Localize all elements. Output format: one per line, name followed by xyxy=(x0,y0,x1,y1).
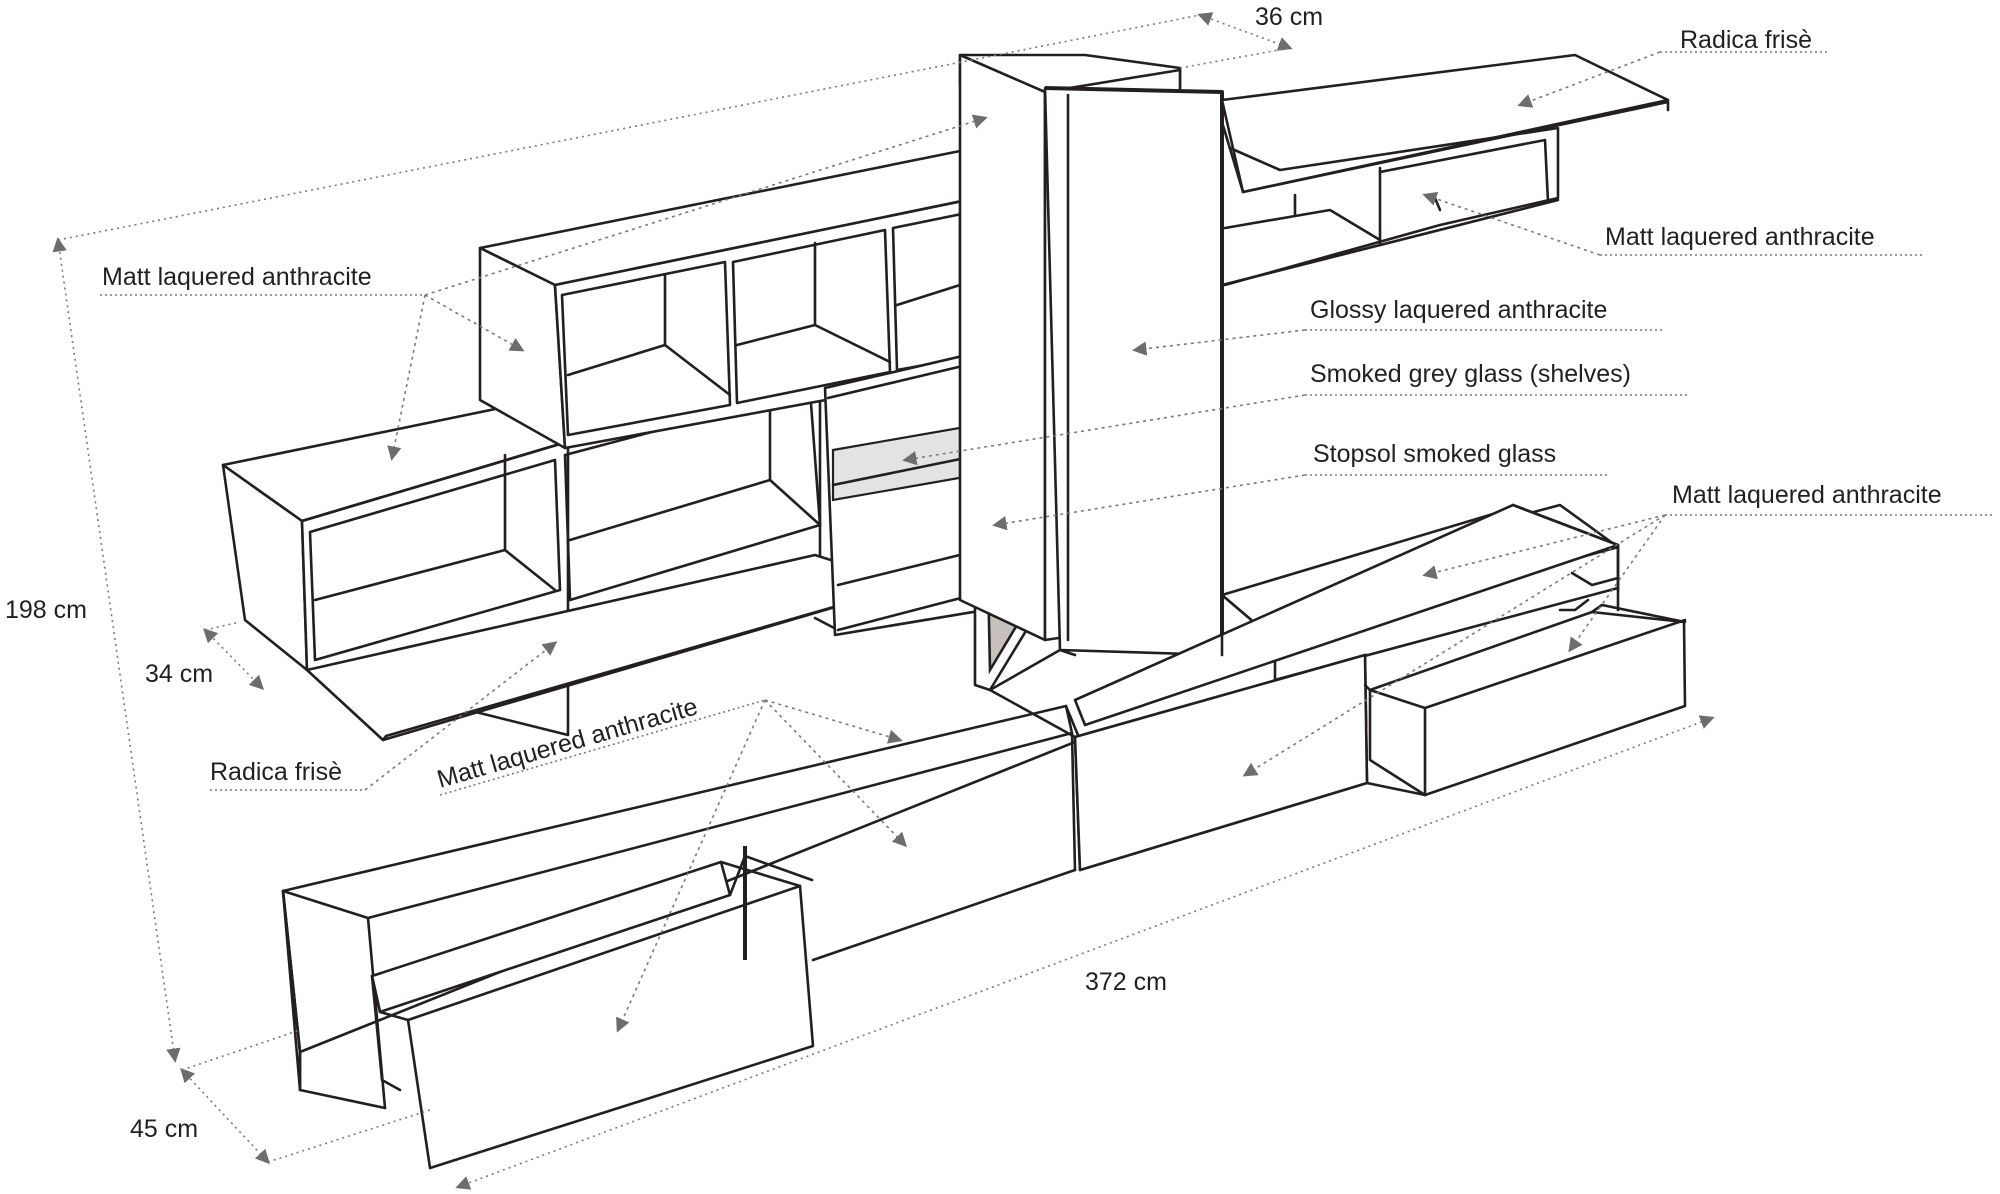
leader-lines xyxy=(100,51,1995,1033)
dim-line-198 xyxy=(52,237,181,1063)
label-smoked-shelves: Smoked grey glass (shelves) xyxy=(1310,360,1631,388)
dim-label-depth-top: 36 cm xyxy=(1255,3,1323,31)
label-glossy: Glossy laquered anthracite xyxy=(1310,296,1607,324)
dim-label-width: 372 cm xyxy=(1085,968,1167,996)
dim-label-depth-base: 45 cm xyxy=(130,1115,198,1143)
label-matt-left: Matt laquered anthracite xyxy=(102,263,372,291)
dim-label-depth-wall: 34 cm xyxy=(145,660,213,688)
dim-line-34 xyxy=(202,627,265,691)
label-matt-top-right: Matt laquered anthracite xyxy=(1605,223,1875,251)
dim-label-height: 198 cm xyxy=(5,596,87,624)
label-radica-left: Radica frisè xyxy=(210,758,342,786)
tall-column xyxy=(958,53,1224,739)
label-radica-top: Radica frisè xyxy=(1680,26,1812,54)
label-matt-right: Matt laquered anthracite xyxy=(1672,481,1942,509)
dim-line-36 xyxy=(1197,12,1293,51)
dimension-lines xyxy=(52,12,1715,1190)
label-stopsol: Stopsol smoked glass xyxy=(1313,440,1556,468)
upper-right-shelf xyxy=(1220,53,1670,287)
dim-line-372 xyxy=(455,715,1715,1190)
